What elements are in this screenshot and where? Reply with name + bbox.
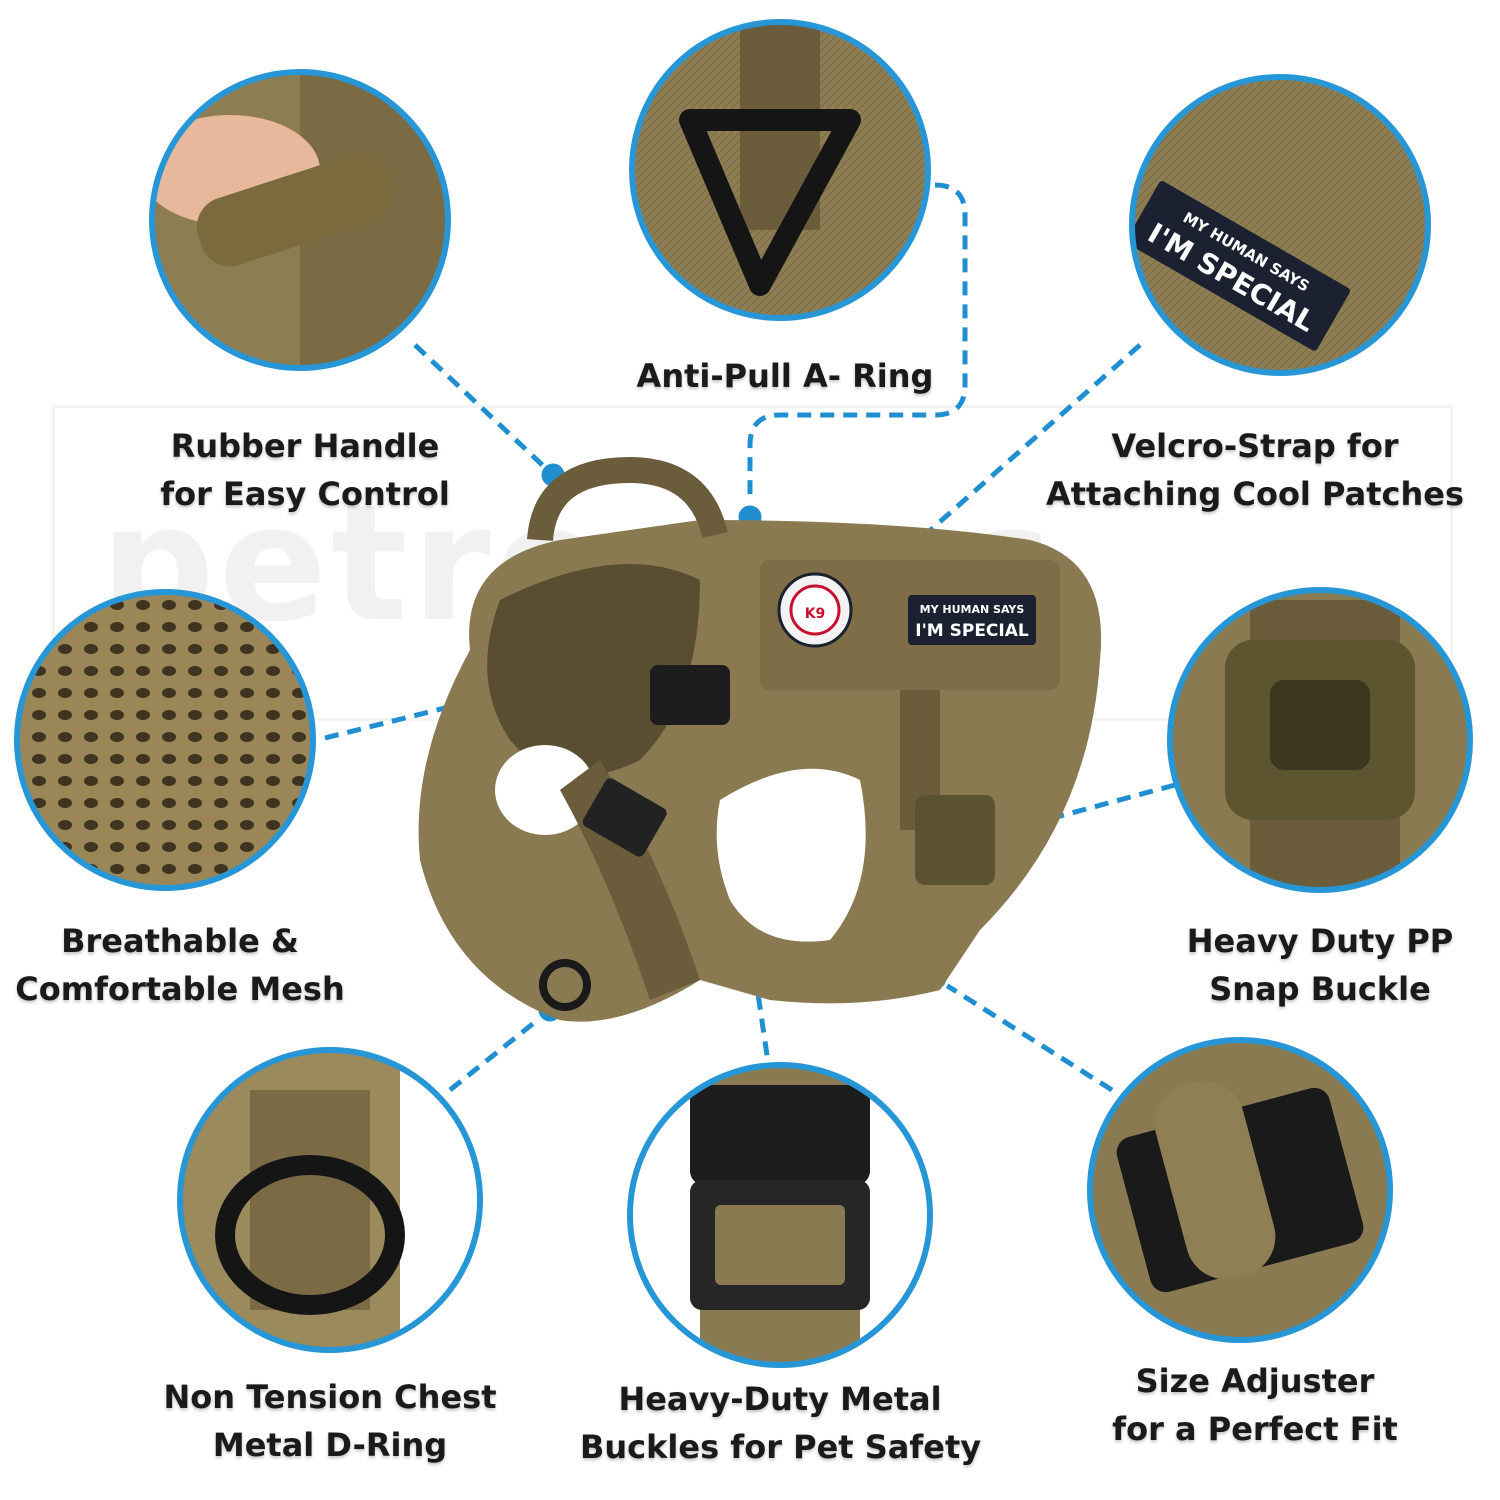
label-size-adjuster-line1: Size Adjuster (1135, 1362, 1375, 1400)
metal-buckle-slide (582, 778, 667, 857)
label-rubber-handle: Rubber Handle for Easy Control (150, 422, 460, 518)
detail-circle-d-ring (177, 1047, 483, 1353)
label-pp-snap-buckle-line2: Snap Buckle (1209, 970, 1431, 1008)
harness-neck-opening (487, 564, 700, 776)
harness-leg-hole-left (495, 745, 595, 835)
connector-d-ring (448, 1008, 552, 1092)
harness-handle (527, 456, 728, 542)
connector-pp-buckle (989, 782, 1176, 838)
connector-a-ring (747, 182, 968, 515)
army-patch: K9 (777, 572, 853, 648)
harness-illustration: K9 MY HUMAN SAYS I'M SPECIAL (418, 456, 1102, 1022)
human-patch-line2: I'M SPECIAL (915, 621, 1029, 641)
army-patch-center: K9 (805, 606, 826, 622)
label-d-ring: Non Tension Chest Metal D-Ring (150, 1373, 510, 1469)
label-metal-buckles-line1: Heavy-Duty Metal (618, 1380, 942, 1418)
label-pp-snap-buckle: Heavy Duty PP Snap Buckle (1160, 917, 1480, 1013)
label-breathable-mesh-line1: Breathable & (61, 922, 299, 960)
label-metal-buckles: Heavy-Duty Metal Buckles for Pet Safety (580, 1375, 982, 1471)
human-patch: MY HUMAN SAYS I'M SPECIAL (908, 595, 1036, 645)
detail-circle-handle (149, 69, 451, 371)
connector-handle (413, 343, 555, 477)
label-rubber-handle-line1: Rubber Handle (170, 427, 440, 465)
connector-metal-buckle (712, 699, 771, 1063)
detail-circle-adjuster (1087, 1037, 1393, 1343)
d-ring-small (539, 959, 591, 1011)
label-metal-buckles-line2: Buckles for Pet Safety (580, 1428, 982, 1466)
label-breathable-mesh-line2: Comfortable Mesh (15, 970, 345, 1008)
label-breathable-mesh: Breathable & Comfortable Mesh (10, 917, 350, 1013)
label-d-ring-line1: Non Tension Chest (163, 1378, 497, 1416)
detail-circle-mesh (14, 589, 316, 891)
detail-circle-a-ring (629, 19, 931, 321)
harness-leg-hole-right (716, 768, 866, 942)
label-anti-pull-a-ring: Anti-Pull A- Ring (610, 352, 960, 400)
metal-buckle-small (650, 665, 730, 725)
pp-buckle-small (915, 795, 995, 885)
detail-circle-velcro: MY HUMAN SAYS I'M SPECIAL (1129, 74, 1431, 376)
label-size-adjuster-line2: for a Perfect Fit (1112, 1410, 1398, 1448)
detail-circle-metal-buckle (627, 1062, 933, 1368)
connector-adjuster (933, 975, 1114, 1093)
label-anti-pull-a-ring-line1: Anti-Pull A- Ring (636, 357, 934, 395)
label-pp-snap-buckle-line1: Heavy Duty PP (1186, 922, 1454, 960)
human-patch-line1: MY HUMAN SAYS (920, 603, 1025, 616)
label-d-ring-line2: Metal D-Ring (212, 1426, 448, 1464)
label-velcro-strap: Velcro-Strap for Attaching Cool Patches (1040, 422, 1470, 518)
label-velcro-strap-line1: Velcro-Strap for (1111, 427, 1399, 465)
label-rubber-handle-line2: for Easy Control (160, 475, 450, 513)
detail-circle-pp-buckle (1167, 587, 1473, 893)
label-size-adjuster: Size Adjuster for a Perfect Fit (1090, 1357, 1420, 1453)
label-velcro-strap-line2: Attaching Cool Patches (1045, 475, 1465, 513)
